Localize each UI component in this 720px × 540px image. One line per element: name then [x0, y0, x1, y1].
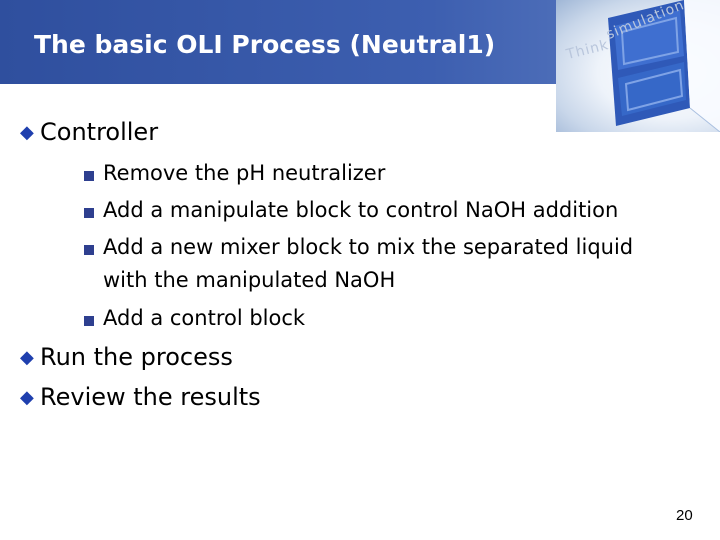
square-bullet-icon — [84, 171, 94, 181]
square-bullet-icon — [84, 208, 94, 218]
bullet-run-process: ◆ Run the process — [20, 343, 233, 371]
door-banner-image: Think simulation — [556, 0, 720, 132]
sub-bullet-text: Add a new mixer block to mix the separat… — [103, 235, 634, 259]
slide-title: The basic OLI Process (Neutral1) — [34, 30, 496, 59]
sub-bullet-mixer-block-continuation: with the manipulated NaOH — [103, 268, 396, 292]
sub-bullet-text: Add a manipulate block to control NaOH a… — [103, 198, 619, 222]
diamond-bullet-icon: ◆ — [20, 387, 34, 408]
bullet-review-results: ◆ Review the results — [20, 383, 261, 411]
bullet-text: Run the process — [40, 343, 233, 371]
sub-bullet-text: Add a control block — [103, 306, 306, 330]
square-bullet-icon — [84, 245, 94, 255]
sub-bullet-text: Remove the pH neutralizer — [103, 161, 386, 185]
diamond-bullet-icon: ◆ — [20, 122, 34, 143]
square-bullet-icon — [84, 316, 94, 326]
bullet-text: Controller — [40, 118, 159, 146]
bullet-controller: ◆ Controller — [20, 118, 158, 146]
door-icon — [608, 0, 720, 132]
diamond-bullet-icon: ◆ — [20, 347, 34, 368]
page-number: 20 — [676, 507, 693, 524]
bullet-text: Review the results — [40, 383, 261, 411]
